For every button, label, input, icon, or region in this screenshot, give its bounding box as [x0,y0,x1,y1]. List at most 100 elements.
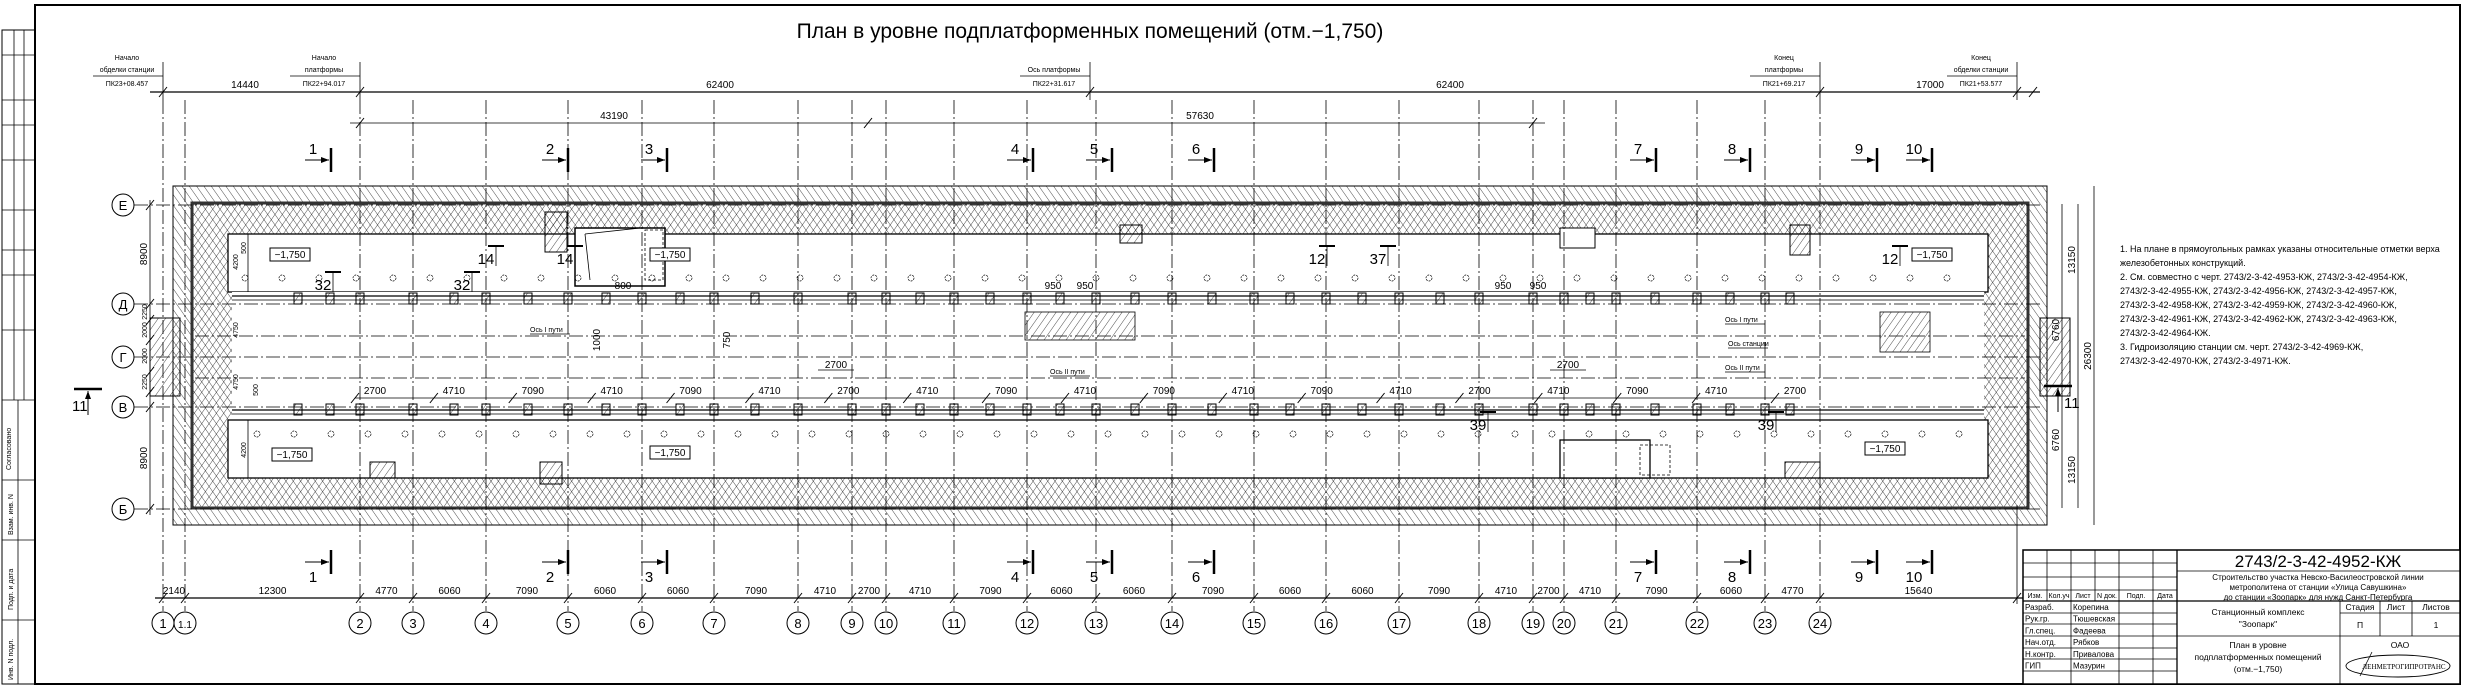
column [1559,292,1569,305]
callout-label: 39 [1470,417,1487,434]
axis-dimension-value: 4770 [1781,586,1804,597]
section-label: 3 [645,141,653,158]
left-dimension-value: 2250 [142,304,149,320]
axis-label: 12 [1020,616,1034,631]
axis-label: 1 [159,616,166,631]
axis-label: 22 [1690,616,1704,631]
drain-symbol [1511,430,1519,438]
drain-symbol [1030,430,1038,438]
section-label: 3 [645,569,653,586]
axis-bubble [1160,611,1184,635]
drain-symbol [500,274,508,282]
column-dimension-value: 950 [1045,281,1062,292]
drain-symbol [401,430,409,438]
column [1760,403,1770,416]
drain-symbol [475,430,483,438]
axis-bubble [1314,611,1338,635]
column [1167,292,1177,305]
column [985,403,995,416]
drain-symbol [315,274,323,282]
elevation-box [1864,441,1906,456]
column [1692,403,1702,416]
drain-symbol [290,430,298,438]
axis-dimension-value: 6060 [1351,586,1374,597]
column [523,292,533,305]
column [1394,292,1404,305]
drain-symbol [1684,274,1692,282]
column [1650,292,1660,305]
drain-symbol [327,430,335,438]
column [563,403,573,416]
column [793,292,803,305]
drain-symbol [1129,274,1137,282]
axis-dimension-value: 6060 [1720,586,1743,597]
drain-symbol [1832,274,1840,282]
dim-tick [1455,392,1464,404]
elevation-value: −1,750 [275,250,306,261]
column [1760,292,1770,305]
stage-label: Стадия [2346,602,2375,612]
right-dimension-value: 6760 [2051,318,2062,341]
column [1167,403,1177,416]
axis-label: 6 [638,616,645,631]
axis-dimension-value: 2700 [858,586,881,597]
dim-tick [180,592,190,604]
drain-symbol [956,430,964,438]
drain-symbol [512,430,520,438]
drawing-title: План в уровне подплатформенных помещений… [797,20,1384,43]
elevation-value: −1,750 [277,450,308,461]
axis-letter-label: В [119,400,128,415]
column [915,403,925,416]
note-line: 2743/2-3-42-4955-КЖ, 2743/2-3-42-4956-КЖ… [2120,286,2397,296]
signatory-role: Нач.отд. [2025,638,2056,647]
project-line-3: до станции «Зоопарк» для нужд Санкт-Пете… [2224,593,2413,602]
column-dimension-value: 4710 [916,386,939,397]
drain-symbol [796,274,804,282]
elevation-box [1911,247,1953,262]
column [1091,292,1101,305]
column [1585,292,1595,305]
dim-tick [145,401,155,413]
right-dimension-value: 26300 [2083,342,2094,370]
column [1650,403,1660,416]
note-line: 2. См. совместно с черт. 2743/2-3-42-495… [2120,272,2408,282]
axis-label: 5 [564,616,571,631]
axis-bubble [1242,611,1266,635]
section-label: 6 [1192,141,1200,158]
axis-label: 4 [482,616,489,631]
axis-bubble [840,611,864,635]
drain-symbol [1721,274,1729,282]
section-label: 10 [1906,141,1923,158]
column [523,403,533,416]
dim-tick [1060,392,1070,404]
drain-symbol [253,430,261,438]
dim-tick [145,386,155,398]
column [847,403,857,416]
stamp-sign-date: Подп. и дата [8,569,15,610]
title-block-header: Подп. [2127,593,2146,600]
axis-label: 19 [1526,616,1540,631]
signatory-name: Фадеева [2073,626,2106,635]
column [1249,403,1259,416]
drain-symbol [1770,430,1778,438]
column [325,292,335,305]
column [915,292,925,305]
column [1559,403,1569,416]
drain-symbol [1696,430,1704,438]
section-label: 9 [1855,569,1863,586]
dim-tick [745,392,754,404]
callout-label: 12 [1309,251,1326,268]
column-dimension-value: 7090 [1153,386,1176,397]
column [1022,292,1032,305]
stamp-replace-inv: Взам. инв. N [8,494,15,535]
stamp-agreed: Согласовано [6,428,13,470]
dim-tick [1770,392,1780,404]
dim-tick [1760,592,1770,604]
dim-tick [1692,592,1702,604]
dim-tick [881,592,891,604]
column [325,403,335,416]
column-dimension-value: 4710 [601,386,624,397]
drain-symbol [833,274,841,282]
drain-symbol [1918,430,1926,438]
axis-label: 18 [1472,616,1486,631]
